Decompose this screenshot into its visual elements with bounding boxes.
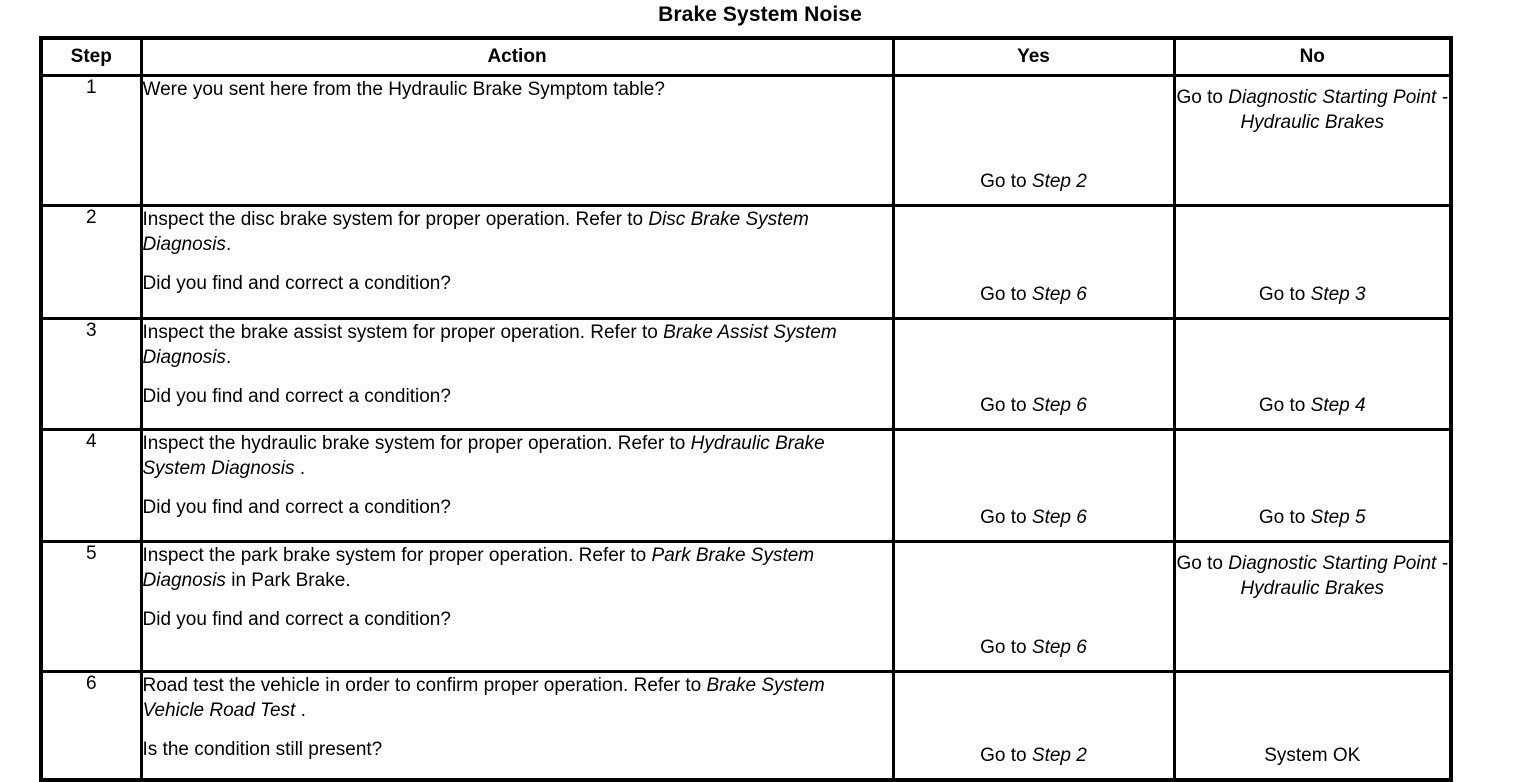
step-number-cell: 1 — [39, 74, 143, 207]
column-header-no: No — [1172, 36, 1453, 77]
reference-text: Step 6 — [1031, 284, 1087, 305]
reference-text: Hydraulic Brake System Diagnosis — [142, 433, 825, 479]
plain-text: Did you find and correct a condition? — [142, 497, 451, 518]
reference-text: Diagnostic Starting Point - Hydraulic Br… — [1228, 87, 1448, 133]
plain-text: Go to — [980, 745, 1032, 766]
plain-text: Go to — [1176, 87, 1229, 108]
step-number-cell: 3 — [39, 317, 143, 431]
plain-text: Go to — [980, 284, 1032, 305]
page-title: Brake System Noise — [658, 3, 862, 26]
action-cell: Inspect the hydraulic brake system for p… — [139, 428, 895, 543]
action-cell: Inspect the park brake system for proper… — [139, 540, 895, 673]
no-answer-cell: Go to Step 3 — [1172, 204, 1453, 320]
reference-text: Disc Brake System Diagnosis — [142, 209, 809, 255]
yes-answer-cell: Go to Step 6 — [891, 317, 1176, 431]
plain-text: Go to — [980, 637, 1032, 658]
table-header-row: Step Action Yes No — [39, 36, 1453, 77]
plain-text: . — [225, 234, 232, 255]
plain-text: Did you find and correct a condition? — [142, 386, 451, 407]
yes-answer-cell: Go to Step 6 — [891, 204, 1176, 320]
plain-text: Go to — [1258, 507, 1311, 528]
action-cell: Road test the vehicle in order to confir… — [139, 670, 895, 782]
yes-answer-cell: Go to Step 6 — [891, 540, 1176, 673]
no-answer-cell: Go to Diagnostic Starting Point - Hydrau… — [1172, 74, 1453, 207]
action-paragraph: Did you find and correct a condition? — [143, 495, 892, 520]
plain-text: Inspect the brake assist system for prop… — [142, 322, 664, 343]
plain-text: Road test the vehicle in order to confir… — [142, 675, 707, 696]
plain-text: . — [295, 700, 306, 721]
reference-text: Step 4 — [1310, 395, 1366, 416]
plain-text: Go to — [1258, 284, 1311, 305]
action-paragraph: Did you find and correct a condition? — [143, 607, 892, 632]
reference-text: Step 2 — [1031, 745, 1087, 766]
step-number-cell: 5 — [39, 540, 143, 673]
plain-text: . — [294, 458, 306, 479]
plain-text: Did you find and correct a condition? — [142, 273, 451, 294]
plain-text: Go to — [980, 171, 1032, 192]
plain-text: Go to — [980, 395, 1032, 416]
plain-text: System OK — [1264, 745, 1361, 766]
yes-answer-cell: Go to Step 2 — [891, 74, 1176, 207]
reference-text: Step 3 — [1310, 284, 1366, 305]
reference-text: Diagnostic Starting Point - Hydraulic Br… — [1228, 553, 1448, 599]
reference-text: Step 6 — [1031, 637, 1087, 658]
yes-answer-cell: Go to Step 2 — [891, 670, 1176, 782]
no-answer-cell: Go to Step 4 — [1172, 317, 1453, 431]
action-paragraph: Were you sent here from the Hydraulic Br… — [143, 77, 892, 102]
plain-text: Inspect the park brake system for proper… — [142, 545, 652, 566]
action-cell: Inspect the brake assist system for prop… — [139, 317, 895, 431]
no-answer-cell: System OK — [1172, 670, 1453, 782]
action-paragraph: Inspect the brake assist system for prop… — [143, 320, 892, 370]
plain-text: Go to — [980, 507, 1032, 528]
reference-text: Step 5 — [1310, 507, 1366, 528]
action-cell: Were you sent here from the Hydraulic Br… — [139, 74, 895, 207]
reference-text: Step 6 — [1031, 395, 1087, 416]
plain-text: in Park Brake. — [225, 570, 351, 591]
action-paragraph: Did you find and correct a condition? — [143, 271, 892, 296]
plain-text: . — [225, 347, 232, 368]
plain-text: Inspect the disc brake system for proper… — [142, 209, 649, 230]
plain-text: Is the condition still present? — [142, 739, 383, 760]
action-paragraph: Did you find and correct a condition? — [143, 384, 892, 409]
reference-text: Step 6 — [1031, 507, 1087, 528]
action-paragraph: Road test the vehicle in order to confir… — [143, 673, 892, 723]
step-number-cell: 6 — [39, 670, 143, 782]
reference-text: Brake Assist System Diagnosis — [142, 322, 837, 368]
plain-text: Did you find and correct a condition? — [142, 609, 451, 630]
step-number-cell: 2 — [39, 204, 143, 320]
column-header-yes: Yes — [891, 36, 1176, 77]
no-answer-cell: Go to Step 5 — [1172, 428, 1453, 543]
action-paragraph: Inspect the disc brake system for proper… — [143, 207, 892, 257]
step-number-cell: 4 — [39, 428, 143, 543]
plain-text: Inspect the hydraulic brake system for p… — [142, 433, 691, 454]
action-paragraph: Inspect the hydraulic brake system for p… — [143, 431, 892, 481]
reference-text: Park Brake System Diagnosis — [142, 545, 815, 591]
plain-text: Go to — [1258, 395, 1311, 416]
action-cell: Inspect the disc brake system for proper… — [139, 204, 895, 320]
plain-text: Go to — [1176, 553, 1229, 574]
no-answer-cell: Go to Diagnostic Starting Point - Hydrau… — [1172, 540, 1453, 673]
yes-answer-cell: Go to Step 6 — [891, 428, 1176, 543]
reference-text: Brake System Vehicle Road Test — [142, 675, 825, 721]
column-header-step: Step — [39, 36, 143, 77]
plain-text: Were you sent here from the Hydraulic Br… — [142, 79, 665, 100]
column-header-action: Action — [139, 36, 895, 77]
reference-text: Step 2 — [1031, 171, 1087, 192]
action-paragraph: Inspect the park brake system for proper… — [143, 543, 892, 593]
action-paragraph: Is the condition still present? — [143, 737, 892, 762]
